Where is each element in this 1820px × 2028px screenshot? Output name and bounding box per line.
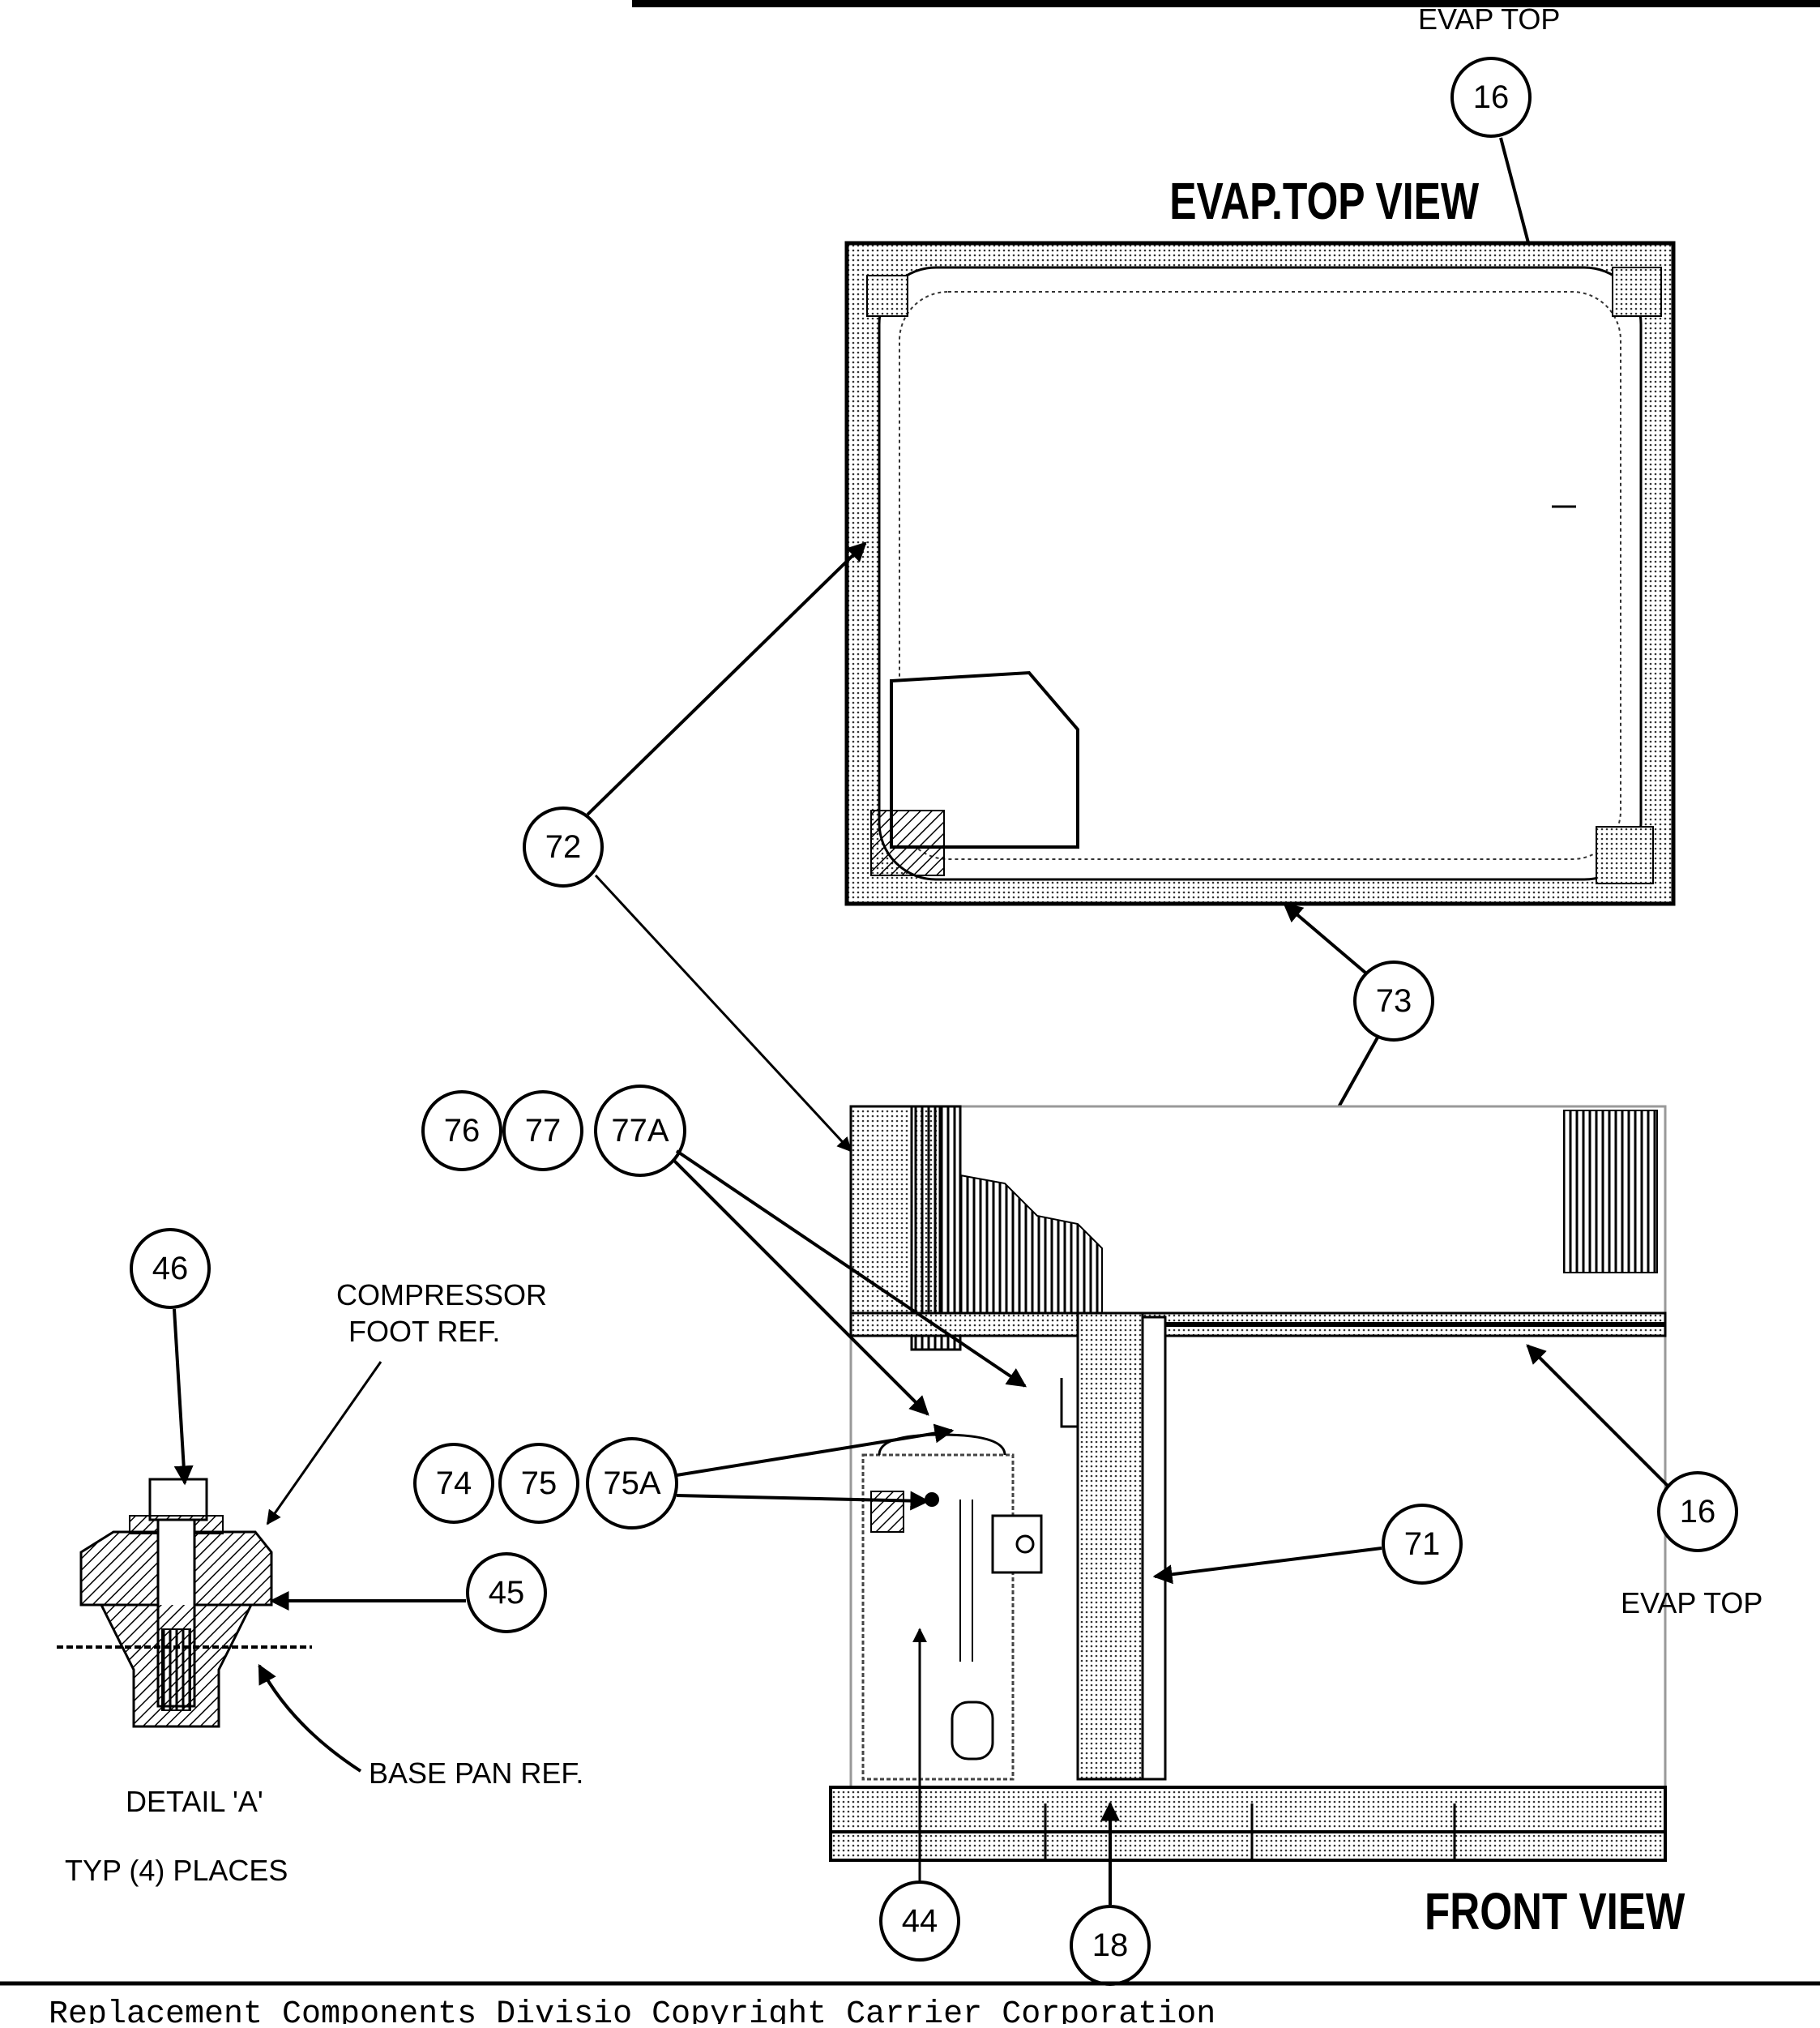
callout-44-number: 44 (902, 1903, 938, 1939)
callout-74: 74 (413, 1443, 494, 1524)
callout-46-number: 46 (152, 1251, 189, 1286)
callout-72-number: 72 (545, 829, 582, 865)
typ-places-label: TYP (4) PLACES (65, 1854, 288, 1887)
callout-73: 73 (1353, 961, 1434, 1042)
leader-72-top (586, 541, 867, 816)
callout-75a: 75A (586, 1437, 678, 1530)
leader-73-top (1283, 902, 1367, 974)
leader-16-right (1526, 1344, 1671, 1489)
callout-16-top: 16 (1450, 57, 1532, 138)
callout-44: 44 (879, 1880, 960, 1962)
callout-46: 46 (130, 1228, 211, 1309)
leader-77a-1 (671, 1157, 929, 1416)
callout-71: 71 (1382, 1504, 1463, 1585)
callout-75-number: 75 (521, 1465, 558, 1501)
callout-45: 45 (466, 1552, 547, 1633)
leader-46 (173, 1308, 194, 1486)
callout-77: 77 (502, 1090, 583, 1171)
base-pan-ref-note: BASE PAN REF. (369, 1756, 583, 1790)
callout-45-number: 45 (489, 1575, 525, 1611)
callout-18: 18 (1070, 1905, 1151, 1986)
top-view-title: EVAP.TOP VIEW (1169, 173, 1480, 230)
leader-compressor-foot (266, 1361, 382, 1525)
callout-16-top-number: 16 (1473, 79, 1510, 115)
callout-74-number: 74 (436, 1465, 472, 1501)
leader-72-front (594, 874, 852, 1153)
callout-76-number: 76 (444, 1113, 481, 1149)
callout-76: 76 (421, 1090, 502, 1171)
leader-base-pan (258, 1663, 362, 1773)
detail-a-label: DETAIL 'A' (126, 1785, 263, 1818)
footer-text: Replacement Components Divisio Copyright… (49, 1996, 1215, 2024)
evap-top-view-drawing (844, 241, 1676, 906)
callout-77a: 77A (594, 1085, 686, 1177)
compressor-foot-note-line2: FOOT REF. (348, 1315, 500, 1348)
front-view-title: FRONT VIEW (1425, 1884, 1685, 1941)
callout-16-right-number: 16 (1680, 1494, 1716, 1530)
callout-75: 75 (498, 1443, 579, 1524)
callout-77-number: 77 (525, 1113, 562, 1149)
compressor-foot-note-line1: COMPRESSOR (336, 1278, 547, 1311)
callout-75a-number: 75A (603, 1465, 660, 1501)
callout-72: 72 (523, 806, 604, 888)
callout-73-number: 73 (1376, 983, 1412, 1019)
callout-71-number: 71 (1404, 1526, 1441, 1562)
leader-77a-2 (675, 1149, 1027, 1388)
evap-top-note: EVAP TOP (1621, 1586, 1762, 1619)
leader-71 (1152, 1547, 1382, 1585)
callout-16-right: 16 (1657, 1471, 1738, 1552)
callout-77a-number: 77A (611, 1113, 669, 1149)
detail-a-drawing (57, 1478, 312, 1728)
callout-18-number: 18 (1092, 1927, 1129, 1963)
leader-75a-2 (676, 1491, 930, 1511)
front-view-drawing (829, 1105, 1667, 1862)
evap-top-header-label: EVAP TOP (1418, 2, 1560, 36)
leader-75a-1 (676, 1423, 955, 1477)
